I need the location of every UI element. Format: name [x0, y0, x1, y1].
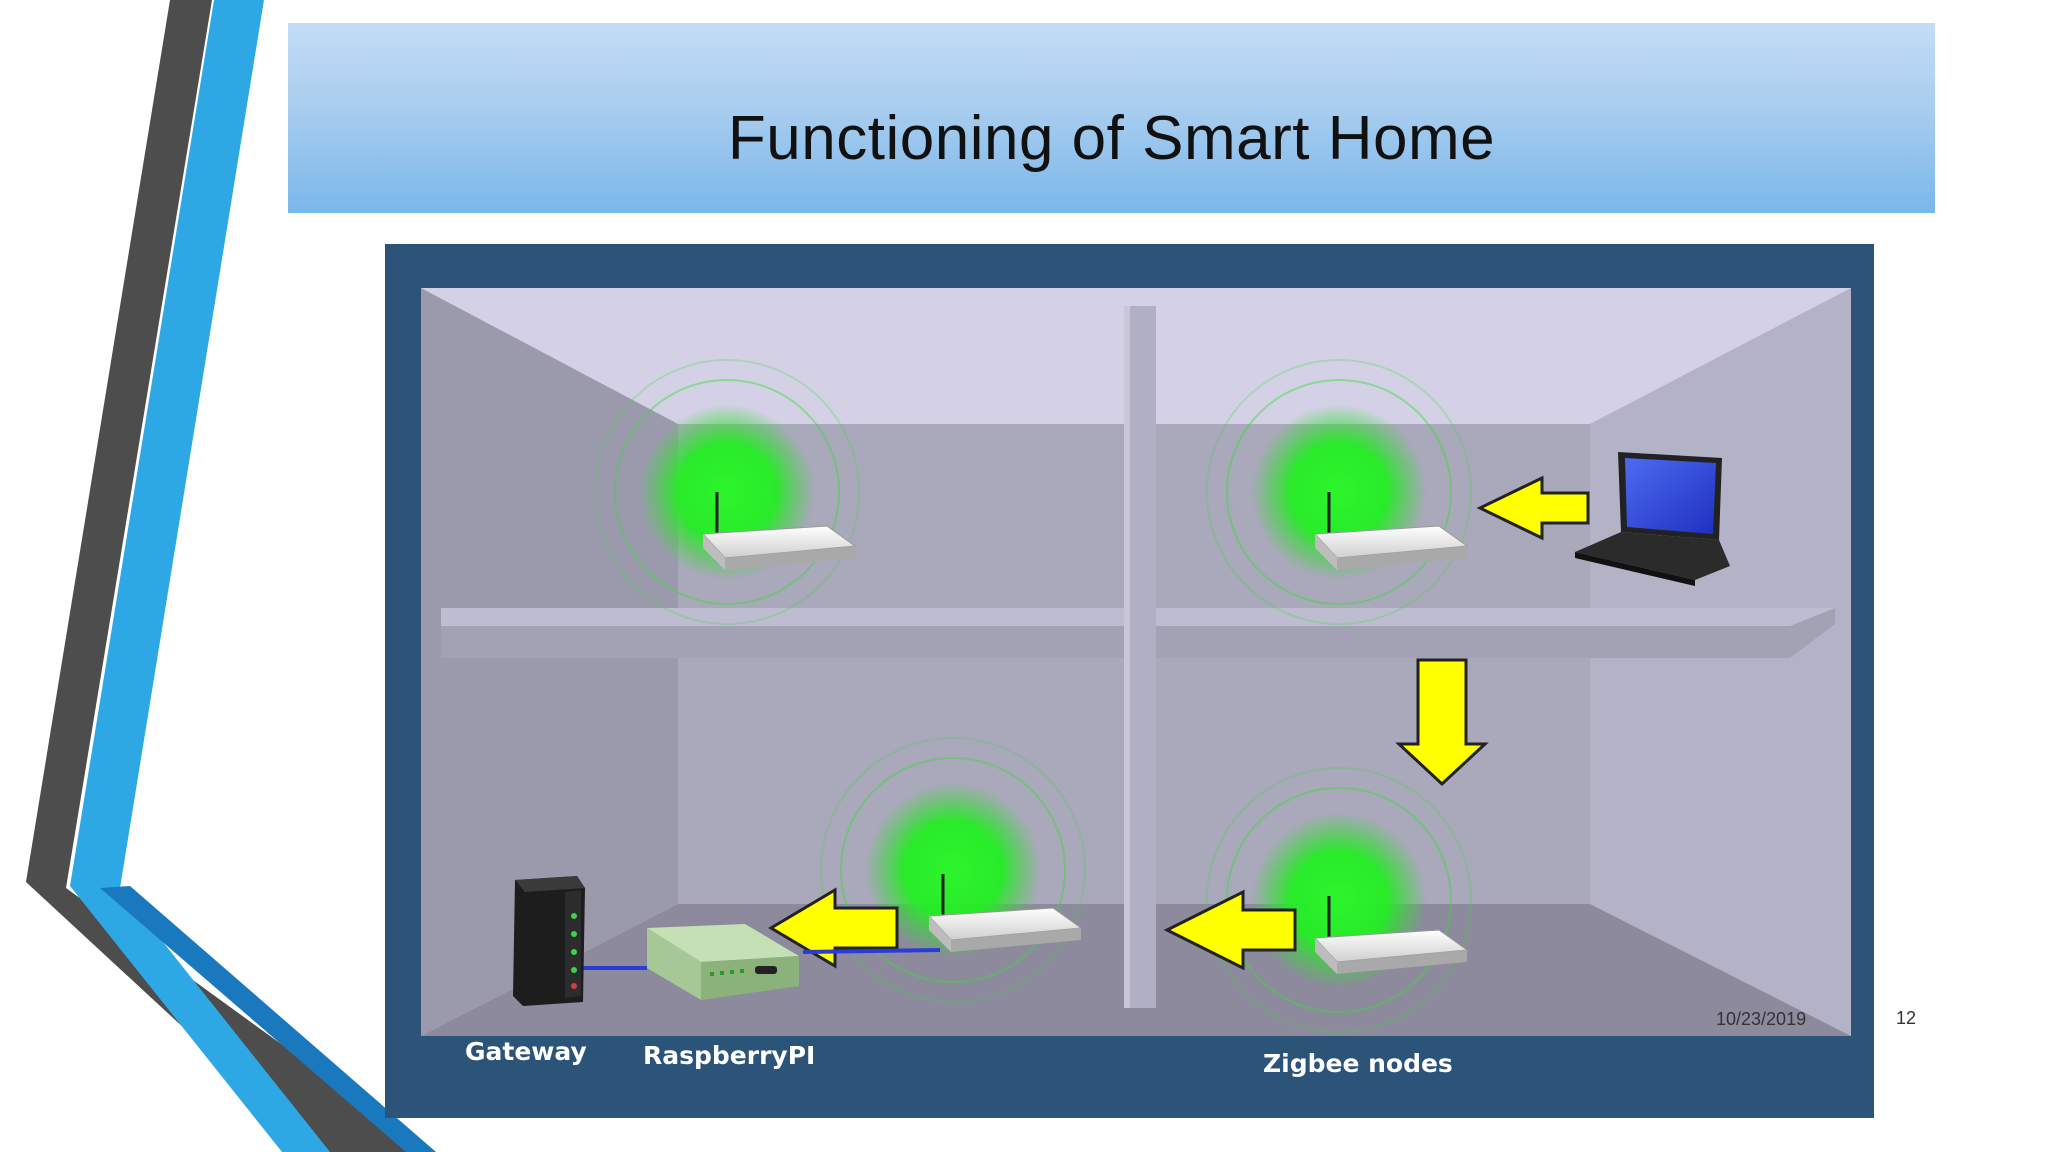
smart-home-diagram: Gateway RaspberryPI Zigbee nodes — [385, 244, 1874, 1118]
wireless-router-icon — [701, 492, 857, 570]
slide-date: 10/23/2019 — [1716, 1009, 1807, 1029]
slide-title: Functioning of Smart Home — [727, 104, 1496, 173]
wireless-router-icon — [1313, 896, 1469, 974]
zigbee-node-top-left — [594, 359, 860, 625]
gateway-device-icon — [513, 876, 585, 1006]
arrow-left-icon — [1476, 475, 1590, 541]
cable — [802, 948, 941, 954]
laptop-icon — [1575, 452, 1730, 586]
label-gateway: Gateway — [465, 1037, 587, 1066]
arrow-left-icon — [768, 887, 899, 969]
label-zigbee-nodes: Zigbee nodes — [1263, 1049, 1453, 1078]
raspberry-pi-device-icon — [647, 924, 799, 1000]
label-raspberry-pi: RaspberryPI — [643, 1041, 815, 1070]
arrow-left-icon — [1163, 889, 1297, 971]
title-bar: Functioning of Smart Home — [288, 23, 1935, 213]
left-wall — [421, 288, 678, 1036]
slide-page-number: 12 — [1896, 1008, 1917, 1028]
blue-stripe-lower — [100, 886, 436, 1152]
wireless-router-icon — [927, 874, 1083, 952]
zigbee-node-bottom-middle — [820, 737, 1086, 1003]
arrow-down-icon — [1395, 658, 1489, 787]
zigbee-node-top-right — [1206, 359, 1472, 625]
blue-stripe — [70, 0, 330, 1152]
wireless-router-icon — [1313, 492, 1469, 570]
dark-stripe — [26, 0, 430, 1152]
